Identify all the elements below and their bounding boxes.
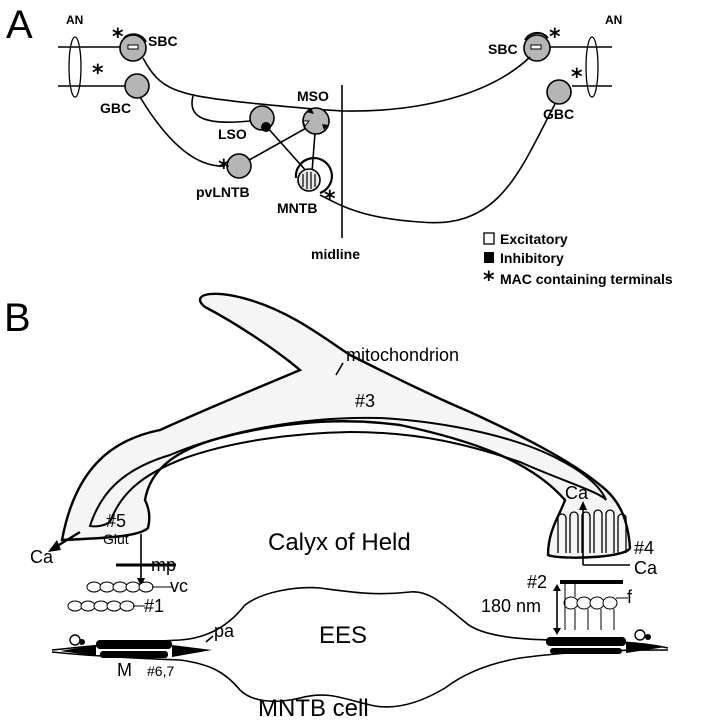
distance-marker-bottom-arrow — [553, 628, 561, 635]
legend-excitatory-label: Excitatory — [500, 231, 568, 247]
legend-inhibitory-swatch — [484, 252, 494, 263]
sbc-right-cell — [523, 31, 551, 62]
vc-label: vc — [170, 576, 188, 596]
panel-a-letter: A — [6, 3, 33, 47]
left-synaptic-contact — [60, 634, 212, 658]
f-label: f — [627, 587, 633, 607]
site-number-4: #4 — [634, 538, 654, 558]
vesicle-cluster-row-2 — [67, 600, 135, 612]
ca-entry-arrowhead — [579, 501, 587, 510]
mntb-to-mso-line — [311, 132, 316, 173]
site-number-1: #1 — [144, 596, 164, 616]
sbc-to-lso-path — [191, 95, 251, 123]
site-number-2: #2 — [527, 572, 547, 592]
gbc-left-star: * — [92, 61, 104, 86]
an-left-label: AN — [66, 13, 83, 27]
sbc-left-label: SBC — [148, 33, 178, 49]
an-bundle-right — [585, 36, 599, 98]
membrane-plate-right — [560, 580, 623, 584]
gbc-left-cell — [124, 73, 150, 99]
lso-cell — [249, 105, 275, 132]
an-right-label: AN — [605, 13, 622, 27]
gbc-right-star: * — [571, 65, 583, 90]
legend-inhibitory-label: Inhibitory — [500, 250, 564, 266]
legend-mac-label: MAC containing terminals — [500, 271, 673, 287]
mso-label: MSO — [297, 88, 329, 104]
legend-excitatory-swatch — [483, 232, 495, 245]
distance-label: 180 nm — [481, 596, 541, 616]
filaments — [564, 584, 615, 630]
mitochondrion-label: mitochondrion — [346, 345, 459, 365]
pvlntb-label: pvLNTB — [196, 184, 250, 200]
panel-b-letter: B — [4, 296, 31, 340]
right-synaptic-contact — [546, 629, 666, 654]
sbc-left-cell — [119, 33, 147, 62]
pa-pointer — [205, 635, 214, 643]
site-number-6-7: #6,7 — [147, 663, 174, 679]
ca-top-right-label: Ca — [565, 483, 589, 503]
lso-label: LSO — [218, 126, 247, 142]
mp-label: mp — [151, 555, 176, 575]
gbc-to-mntb-path — [319, 103, 556, 224]
mntb-cell — [294, 157, 333, 195]
mito-number-3: #3 — [355, 391, 375, 411]
vesicle-cluster-row-1 — [86, 581, 154, 593]
legend-mac-star: * — [483, 268, 495, 293]
lso-to-mntb-line — [265, 125, 309, 174]
an-bundle-left — [68, 36, 82, 98]
gbc-right-cell — [546, 79, 572, 105]
gbc-right-label: GBC — [543, 106, 574, 122]
mso-cell — [302, 107, 330, 135]
legend: Excitatory Inhibitory * MAC containing t… — [483, 231, 673, 293]
glut-label: Glut — [103, 531, 129, 547]
pvlntb-to-mso-line — [241, 126, 309, 165]
ca-right-label: Ca — [634, 558, 658, 578]
mitochondrion-outline — [88, 416, 607, 528]
m-label: M — [117, 660, 132, 680]
glut-release-arrowhead — [137, 578, 145, 587]
docked-vesicles — [563, 596, 618, 610]
pvlntb-cell — [226, 153, 252, 179]
gbc-left-label: GBC — [100, 100, 131, 116]
gbc-to-pvlntb-path — [139, 96, 226, 167]
mntb-label: MNTB — [277, 200, 317, 216]
sbc-projection-path — [142, 56, 531, 112]
sbc-left-star: * — [112, 25, 124, 50]
pvlntb-star: * — [218, 156, 230, 181]
pa-label: pa — [214, 621, 235, 641]
sbc-right-label: SBC — [488, 41, 518, 57]
mitochondrion-pointer — [335, 362, 344, 376]
mntb-cell-label: MNTB cell — [258, 695, 369, 720]
ca-left-arrowhead — [48, 540, 61, 552]
ees-label: EES — [319, 622, 367, 649]
calyx-label: Calyx of Held — [268, 529, 411, 556]
ca-left-label: Ca — [30, 547, 54, 567]
sbc-right-star: * — [549, 25, 561, 50]
postsynaptic-membrane — [51, 649, 669, 708]
calyx-of-held-outline — [60, 292, 632, 559]
calyx-terminal-fingers — [557, 509, 627, 553]
midline-label: midline — [311, 246, 360, 262]
mntb-star: * — [324, 187, 336, 212]
distance-marker-top-arrow — [553, 584, 561, 591]
site-number-5: #5 — [106, 511, 126, 531]
